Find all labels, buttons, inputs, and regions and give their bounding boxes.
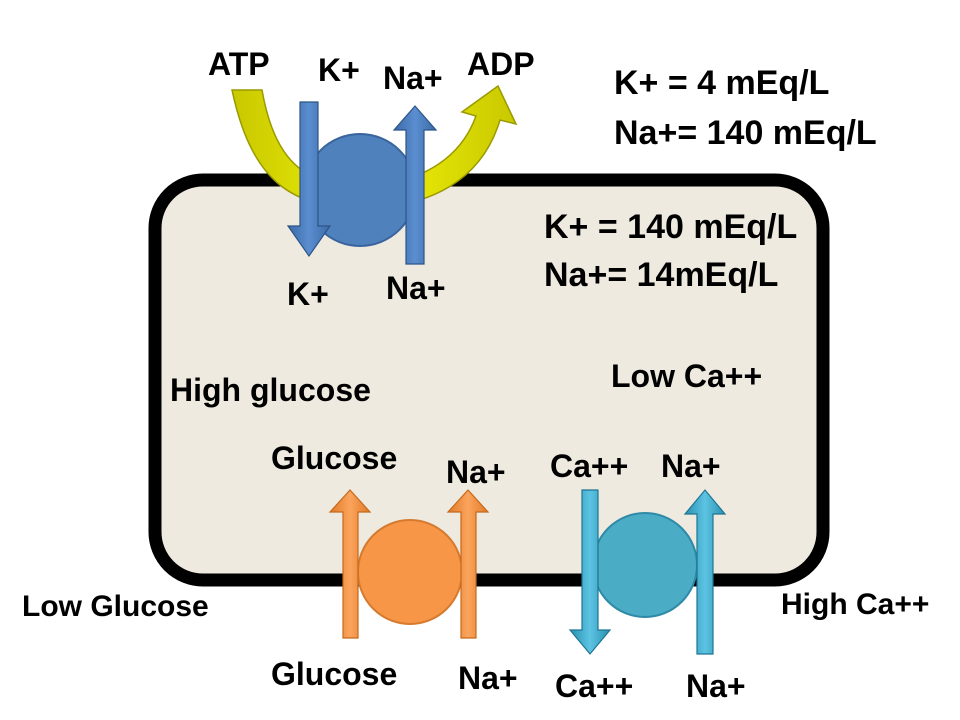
na-k-pump <box>231 84 518 265</box>
na-inside-symporter-label: Na+ <box>446 454 506 490</box>
ca-outward-arrow <box>568 489 612 655</box>
adp-label: ADP <box>467 46 535 82</box>
glucose-inside-label: Glucose <box>271 440 398 476</box>
high-glucose-label: High glucose <box>170 372 371 408</box>
glucose-outside-label: Glucose <box>271 656 398 692</box>
high-ca-label: High Ca++ <box>781 588 930 621</box>
low-glucose-label: Low Glucose <box>22 590 209 623</box>
na-outward-arrow <box>392 105 438 265</box>
exchanger-carrier <box>592 512 698 618</box>
ca-na-exchanger <box>568 489 727 655</box>
atp-label: ATP <box>208 46 270 82</box>
glucose-inward-arrow <box>328 489 372 639</box>
symporter-carrier <box>357 519 463 625</box>
k-inside-label: K+ <box>287 276 329 312</box>
cell-membrane <box>148 173 830 587</box>
low-ca-label: Low Ca++ <box>611 358 763 394</box>
intracellular-na-concentration: Na+= 14mEq/L <box>544 256 779 294</box>
k-inward-arrow <box>286 101 332 258</box>
ca-outside-label: Ca++ <box>555 668 634 704</box>
na-outside-exchanger-label: Na+ <box>686 668 746 704</box>
na-inside-label: Na+ <box>386 270 446 306</box>
na-outside-symporter-label: Na+ <box>458 660 518 696</box>
extracellular-k-concentration: K+ = 4 mEq/L <box>614 64 830 102</box>
na-inward-arrow-exchanger <box>683 489 727 655</box>
intracellular-k-concentration: K+ = 140 mEq/L <box>544 208 798 246</box>
na-inside-exchanger-label: Na+ <box>661 448 721 484</box>
extracellular-na-concentration: Na+= 140 mEq/L <box>614 114 877 152</box>
na-inward-arrow-symporter <box>446 489 490 639</box>
na-outside-label: Na+ <box>383 60 443 96</box>
ca-inside-label: Ca++ <box>550 448 629 484</box>
k-outside-label: K+ <box>318 52 360 88</box>
glucose-na-symporter <box>328 489 490 639</box>
